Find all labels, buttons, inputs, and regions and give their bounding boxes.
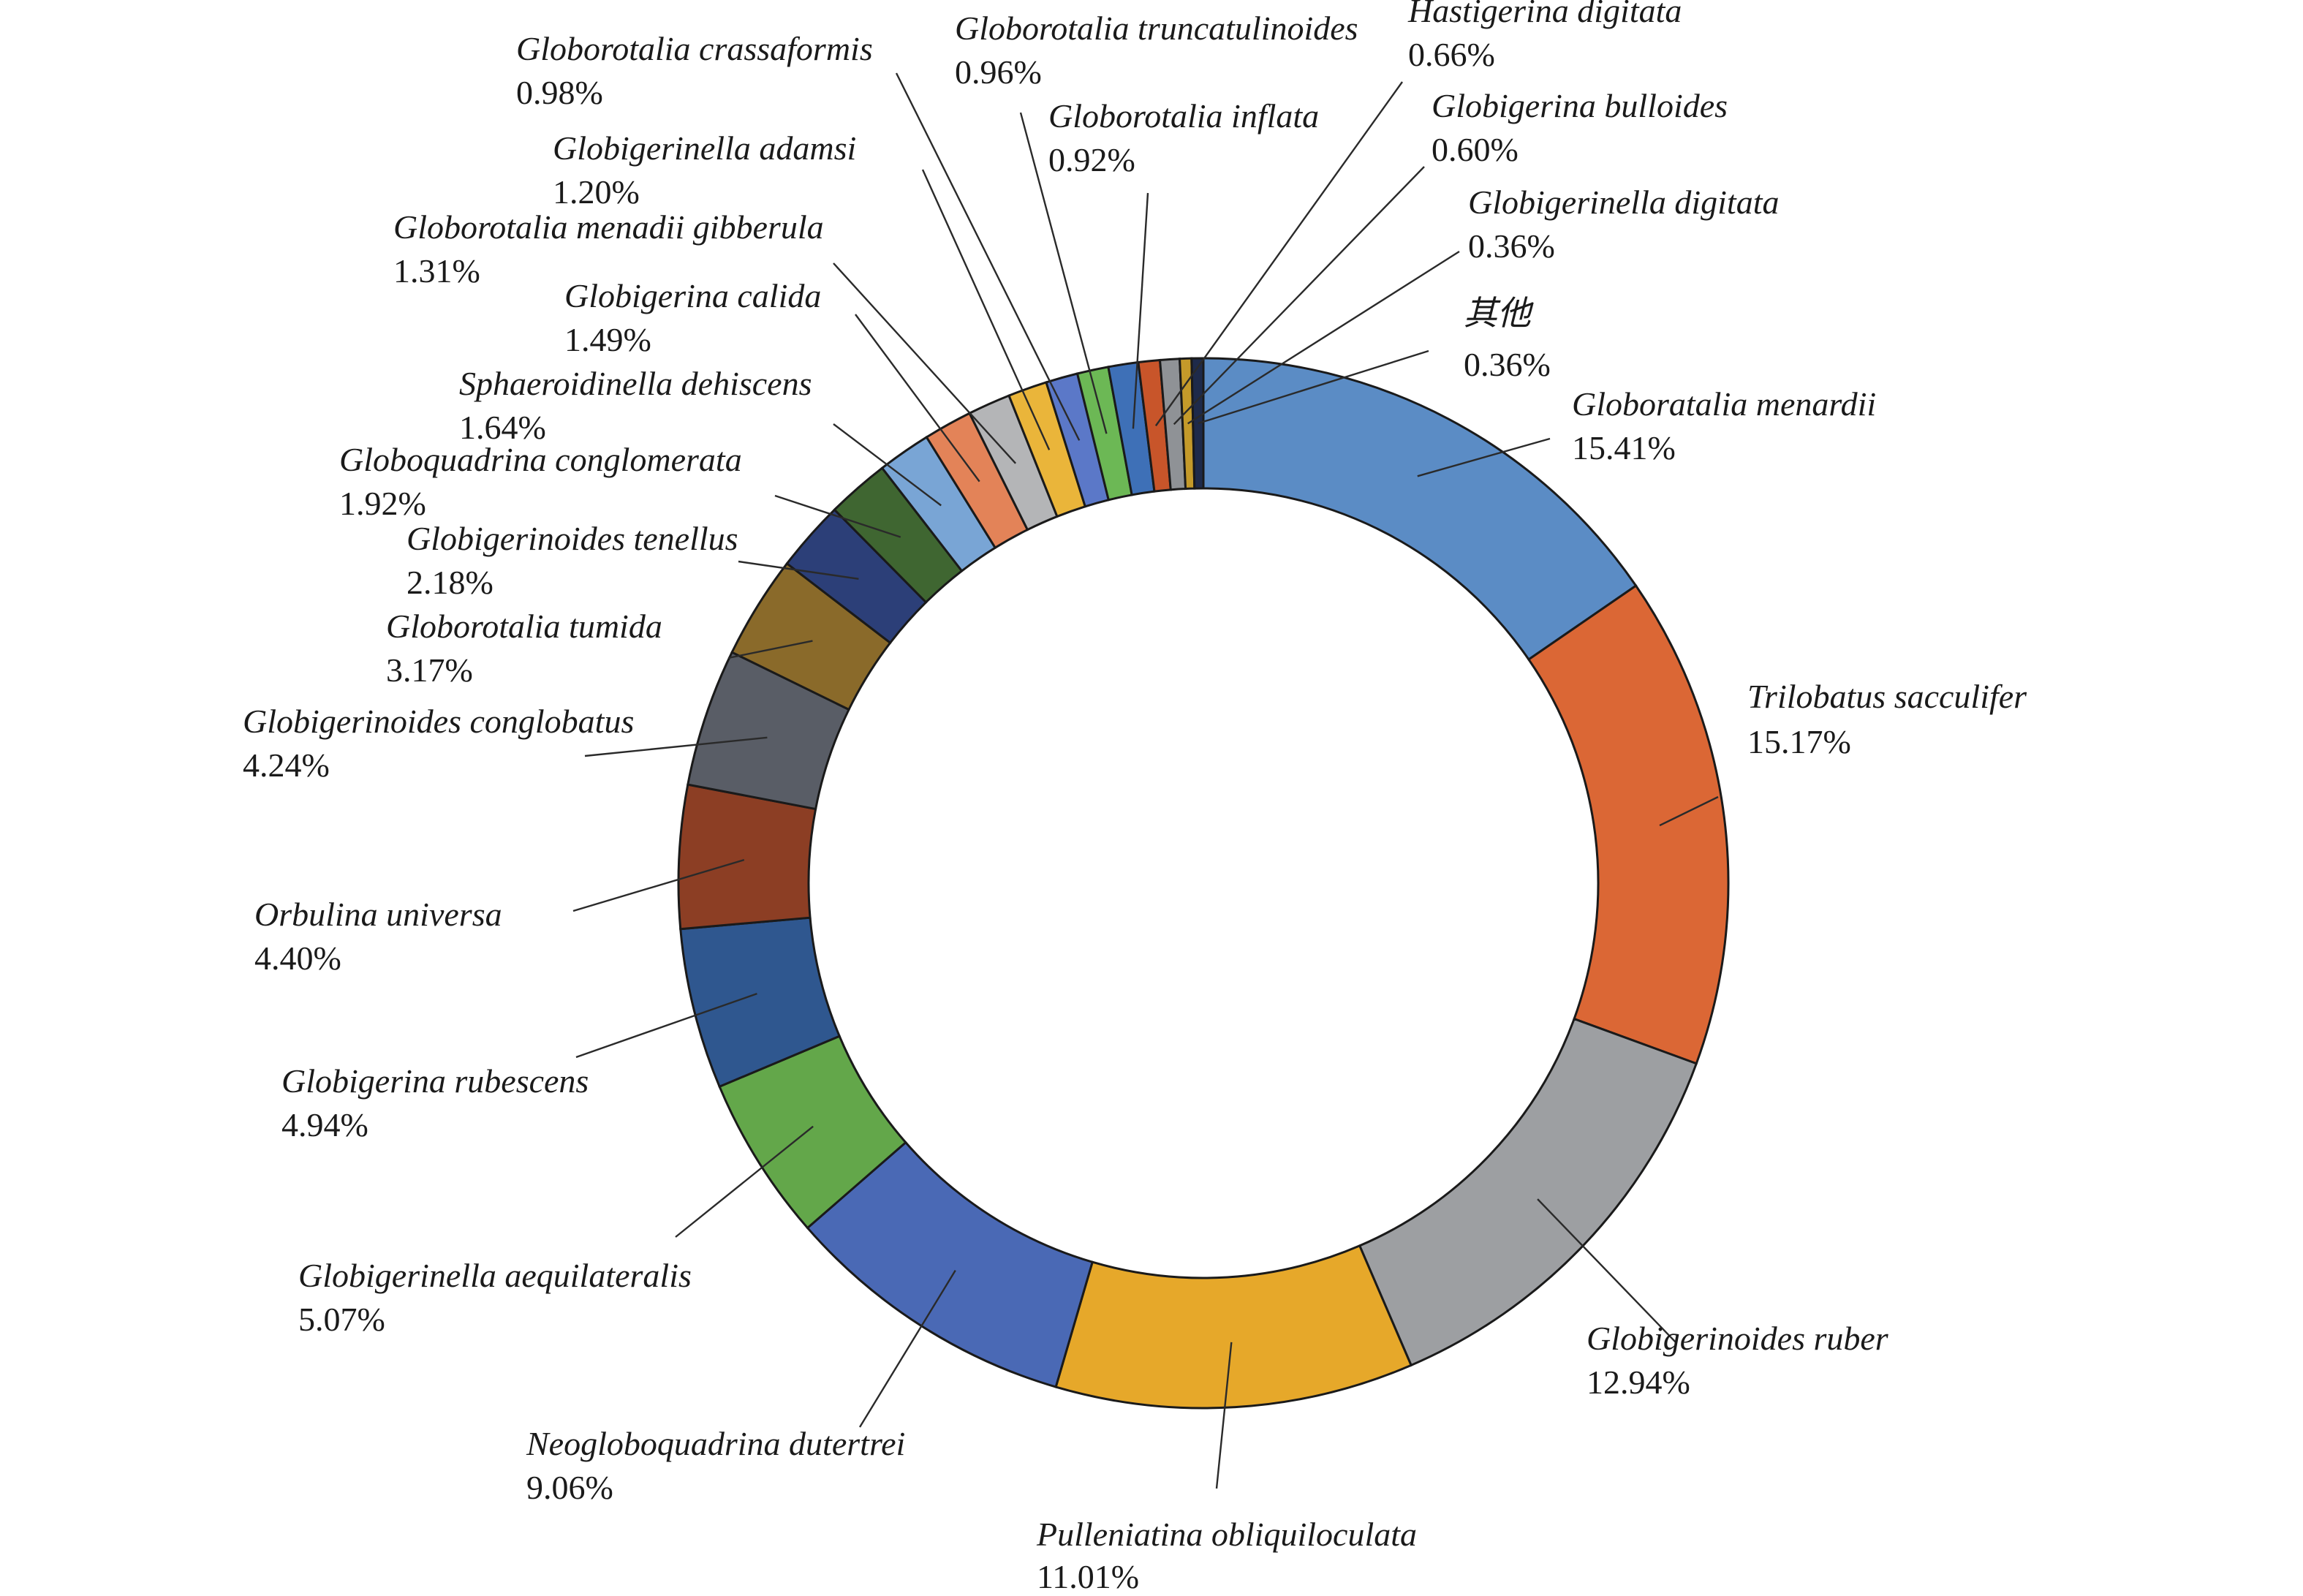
slice-value-label: 4.94%: [281, 1106, 368, 1143]
leader-line: [921, 169, 1051, 450]
leader-line: [1537, 1198, 1676, 1343]
slice-name-label: Globorotalia menadii gibberula: [393, 208, 824, 246]
slice-name-label: Pulleniatina obliquiloculata: [1036, 1516, 1417, 1553]
leader-line: [738, 560, 859, 580]
slice-value-label: 12.94%: [1587, 1364, 1690, 1401]
leader-line: [833, 423, 942, 507]
slice-name-label: Neogloboquadrina dutertrei: [526, 1425, 905, 1462]
leader-line: [1187, 250, 1460, 425]
donut-slices: [677, 357, 1730, 1410]
slice-name-label: Globigerinoides tenellus: [406, 520, 738, 557]
slice-name-label: Globorotalia tumida: [386, 608, 662, 645]
slice-name-label: Globorotalia inflata: [1048, 97, 1319, 135]
slice-value-label: 15.41%: [1572, 429, 1676, 466]
slice-value-label: 3.17%: [386, 651, 473, 689]
leader-line: [1019, 112, 1108, 434]
slice-name-label: Globigerinella aequilateralis: [298, 1257, 692, 1294]
slice-value-label: 5.07%: [298, 1301, 385, 1338]
slice-value-label: 11.01%: [1037, 1558, 1139, 1595]
leader-line: [575, 993, 757, 1059]
leader-line: [675, 1125, 814, 1238]
leader-line: [895, 72, 1081, 441]
slice-value-label: 4.40%: [254, 939, 341, 977]
leader-line: [727, 640, 813, 659]
slice-value-label: 1.31%: [393, 252, 480, 290]
slice-name-label: Hastigerina digitata: [1407, 0, 1682, 29]
slice-name-label: Globigerinoides ruber: [1587, 1320, 1889, 1357]
slice-orbulina-universa: [677, 783, 817, 931]
slice-name-label: Globoratalia menardii: [1572, 385, 1876, 423]
slice-value-label: 1.49%: [564, 321, 651, 358]
slice-labels: Globoratalia menardii 15.41% Trilobatus sa…: [243, 0, 2027, 1595]
slice-value-label: 0.36%: [1468, 227, 1555, 265]
leader-line: [855, 314, 980, 483]
leader-line: [858, 1270, 956, 1428]
slice-name-label: Globorotalia truncatulinoides: [955, 10, 1358, 47]
slice-other: [1190, 357, 1205, 490]
slice-name-label: Globigerina bulloides: [1432, 87, 1728, 124]
slice-value-label: 2.18%: [406, 564, 494, 601]
slice-value-label: 1.20%: [553, 173, 640, 211]
leader-line: [1132, 192, 1149, 429]
slice-trilobatus-sacculifer: [1527, 584, 1730, 1065]
slice-name-label: 其他: [1464, 293, 1534, 333]
slice-name-label: Globigerinella digitata: [1468, 184, 1779, 221]
slice-value-label: 1.92%: [339, 485, 426, 522]
slice-name-label: Orbulina universa: [254, 896, 502, 933]
slice-value-label: 0.36%: [1464, 346, 1551, 383]
slice-name-label: Globigerina calida: [564, 277, 821, 314]
slice-value-label: 15.17%: [1747, 723, 1851, 760]
slice-name-label: Globigerinoides conglobatus: [243, 703, 634, 740]
slice-value-label: 0.96%: [955, 53, 1042, 91]
leader-line: [1215, 1342, 1233, 1489]
slice-name-label: Trilobatus sacculifer: [1747, 678, 2027, 715]
slice-value-label: 4.24%: [243, 746, 330, 784]
leader-line: [833, 262, 1017, 464]
slice-name-label: Globigerinella adamsi: [553, 129, 856, 167]
leader-line: [1417, 437, 1551, 477]
slice-name-label: Globorotalia crassaformis: [516, 30, 873, 67]
leader-line: [1659, 795, 1719, 827]
slice-name-label: Sphaeroidinella dehiscens: [459, 365, 812, 402]
slice-value-label: 9.06%: [526, 1469, 613, 1506]
slice-value-label: 0.66%: [1408, 36, 1495, 73]
slice-globoratalia-menardii: [1202, 357, 1638, 662]
slice-value-label: 0.60%: [1432, 131, 1519, 168]
leader-line: [1198, 349, 1429, 425]
slice-value-label: 0.98%: [516, 74, 603, 111]
leader-line: [774, 494, 901, 538]
slice-name-label: Globigerina rubescens: [281, 1062, 589, 1100]
slice-value-label: 1.64%: [459, 409, 546, 446]
leader-line: [584, 736, 768, 757]
slice-value-label: 0.92%: [1048, 141, 1135, 178]
slice-pulleniatina-obliquiloculata: [1054, 1244, 1413, 1410]
leader-line: [1173, 166, 1425, 426]
leader-line: [572, 858, 745, 912]
leader-line: [1154, 81, 1403, 427]
leader-lines: [572, 72, 1719, 1489]
slice-globigerinoides-ruber: [1358, 1017, 1698, 1367]
slice-name-label: Globoquadrina conglomerata: [339, 441, 742, 478]
